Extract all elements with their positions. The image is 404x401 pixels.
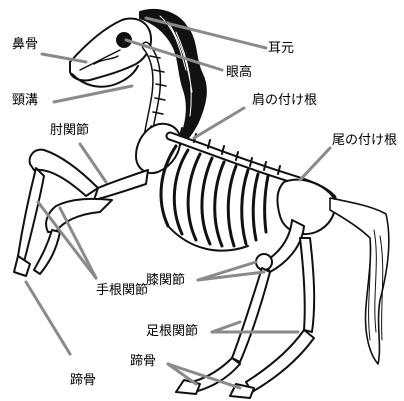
label-elbow-joint: 肘関節 <box>50 124 89 137</box>
neck-vertebrae <box>146 46 166 136</box>
label-hoof-bone-hind: 蹄骨 <box>130 355 156 368</box>
stifle <box>256 254 272 270</box>
skull <box>70 19 151 81</box>
leader-carpal-b <box>60 208 96 278</box>
label-knee-joint: 膝関節 <box>146 274 185 287</box>
label-shoulder-root: 肩の付け根 <box>252 94 317 107</box>
label-eye-height: 眼高 <box>226 66 252 79</box>
leader-hoof-front <box>26 282 70 354</box>
label-tarsal-joint: 足根関節 <box>146 325 198 338</box>
leader-tail-root <box>300 148 330 180</box>
label-carpal-joint: 手根関節 <box>96 284 148 297</box>
label-ear-base: 耳元 <box>268 42 294 55</box>
label-jugular-groove: 頸溝 <box>12 94 38 107</box>
tail <box>330 198 389 364</box>
pelvis <box>277 180 335 234</box>
label-nasal-bone: 鼻骨 <box>12 38 38 51</box>
horse-silhouette <box>14 10 389 398</box>
leader-jugular-groove <box>54 86 132 102</box>
label-hoof-bone-front: 蹄骨 <box>70 374 96 387</box>
leader-hoof-hind-a <box>168 364 196 384</box>
label-tail-root: 尾の付け根 <box>332 134 397 147</box>
